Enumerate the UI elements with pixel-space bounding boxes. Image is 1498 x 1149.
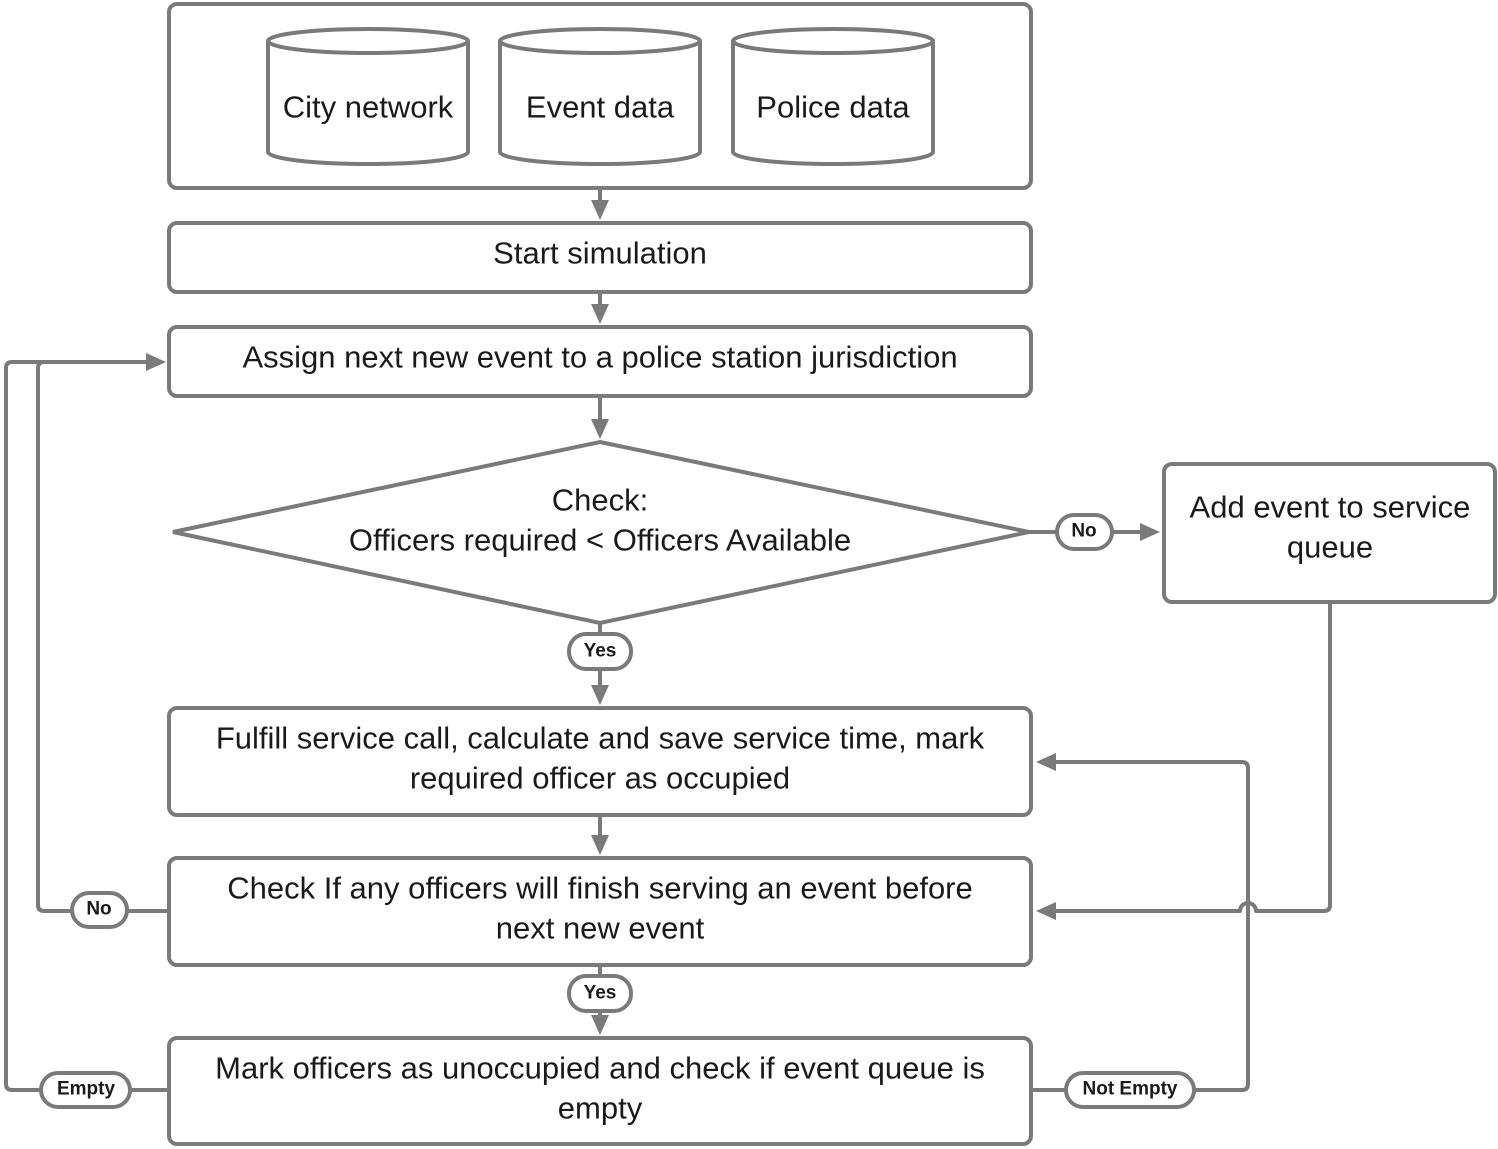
arrowhead-mark-to-fulfill bbox=[1036, 753, 1056, 771]
cylinder-event-data: Event data bbox=[498, 27, 702, 166]
event-data-label: Event data bbox=[526, 90, 675, 125]
edge-mark-to-fulfill bbox=[1030, 760, 1250, 1092]
check-finish-line-1: Check If any officers will finish servin… bbox=[227, 871, 973, 906]
cylinder-police-data: Police data bbox=[731, 27, 935, 166]
mark-line-2: empty bbox=[558, 1091, 643, 1126]
check-finish-line-2: next new event bbox=[496, 911, 705, 946]
edge-finish-to-assign bbox=[36, 360, 170, 913]
decision-line-1: Check: bbox=[552, 483, 648, 518]
fulfill-line-2: required officer as occupied bbox=[410, 761, 790, 796]
node-mark-unoccupied: Mark officers as unoccupied and check if… bbox=[167, 1036, 1033, 1146]
arrowhead-assign-to-check bbox=[591, 419, 609, 439]
service-queue-line-1: Add event to service bbox=[1190, 490, 1471, 525]
mark-line-1: Mark officers as unoccupied and check if… bbox=[215, 1051, 985, 1086]
node-service-queue: Add event to service queue bbox=[1162, 462, 1497, 604]
city-network-label: City network bbox=[283, 90, 454, 125]
edge-labels: No Yes No Yes Empty Not Empty bbox=[39, 513, 1196, 1109]
police-data-label: Police data bbox=[756, 90, 910, 125]
arrowhead-check-to-queue bbox=[1140, 523, 1160, 541]
label-check-yes: Yes bbox=[567, 632, 633, 671]
node-check-finish: Check If any officers will finish servin… bbox=[167, 856, 1033, 967]
node-start-simulation: Start simulation bbox=[167, 221, 1033, 294]
data-sources-group: City network Event data Police data bbox=[167, 2, 1033, 190]
service-queue-line-2: queue bbox=[1287, 530, 1373, 565]
label-not-empty: Not Empty bbox=[1064, 1071, 1196, 1109]
label-empty: Empty bbox=[39, 1071, 132, 1109]
decision-officers-available: Check: Officers required < Officers Avai… bbox=[172, 439, 1030, 626]
label-finish-no: No bbox=[70, 891, 129, 929]
label-empty-text: Empty bbox=[57, 1079, 116, 1100]
arrowhead-to-assign bbox=[146, 353, 166, 371]
decision-line-2: Officers required < Officers Available bbox=[349, 523, 851, 558]
arrowhead-check-to-fulfill bbox=[591, 685, 609, 705]
label-check-yes-text: Yes bbox=[584, 641, 617, 662]
arrowhead-start-to-assign bbox=[591, 304, 609, 324]
label-finish-yes: Yes bbox=[567, 974, 633, 1013]
label-check-no-text: No bbox=[1071, 521, 1096, 542]
edge-mark-to-assign bbox=[4, 360, 170, 1092]
fulfill-line-1: Fulfill service call, calculate and save… bbox=[216, 721, 985, 756]
label-finish-no-text: No bbox=[86, 899, 111, 920]
arrowhead-data-to-start bbox=[591, 200, 609, 220]
node-assign-event: Assign next new event to a police statio… bbox=[167, 325, 1033, 398]
start-simulation-text: Start simulation bbox=[493, 236, 707, 271]
label-finish-yes-text: Yes bbox=[584, 983, 617, 1004]
node-fulfill-service: Fulfill service call, calculate and save… bbox=[167, 706, 1033, 817]
arrowhead-fulfill-to-finish bbox=[591, 835, 609, 855]
label-not-empty-text: Not Empty bbox=[1083, 1079, 1178, 1100]
assign-event-text: Assign next new event to a police statio… bbox=[242, 340, 957, 375]
edge-queue-to-finish bbox=[1046, 600, 1332, 913]
label-check-no: No bbox=[1055, 513, 1114, 551]
cylinder-city-network: City network bbox=[266, 27, 470, 166]
arrowhead-finish-to-mark bbox=[591, 1015, 609, 1035]
arrowhead-queue-to-finish bbox=[1036, 902, 1056, 920]
